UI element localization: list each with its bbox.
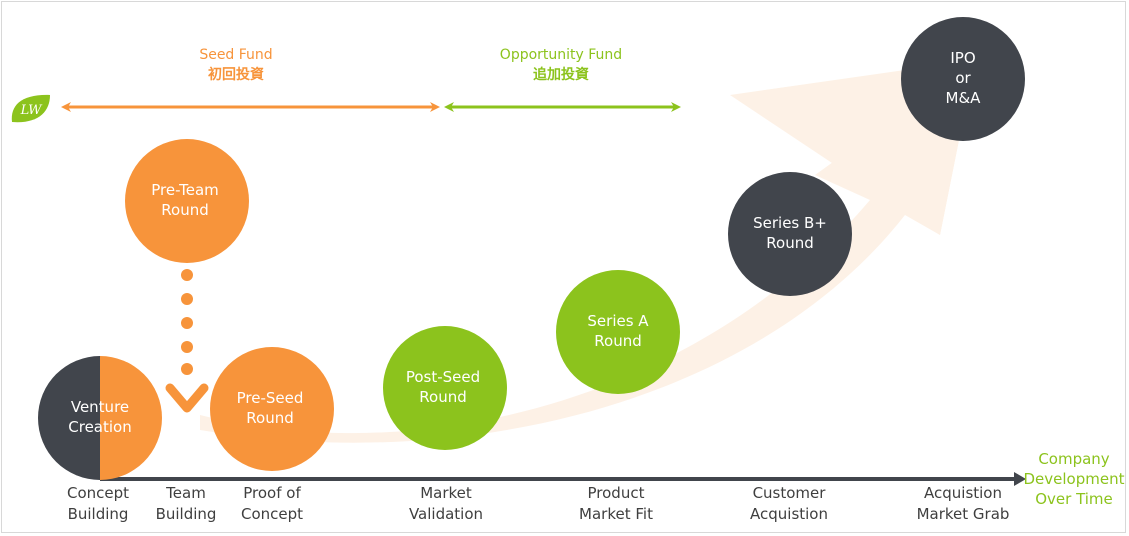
axis-title-line1: Company xyxy=(1038,450,1109,468)
stage-labels: Concept Building Team Building Proof of … xyxy=(67,484,1009,523)
pre-seed-round-circle: Pre-Seed Round xyxy=(210,347,334,471)
pre-seed-line2: Round xyxy=(246,409,293,427)
post-seed-line2: Round xyxy=(419,388,466,406)
stage-label: Concept xyxy=(241,505,303,523)
axis-title-line3: Over Time xyxy=(1035,490,1113,508)
seed-fund-label-zh: 初回投資 xyxy=(208,66,264,83)
venture-creation-line1: Venture xyxy=(71,398,129,416)
stage-label: Validation xyxy=(409,505,483,523)
stage-label: Team xyxy=(165,484,206,502)
stage-label: Market Fit xyxy=(579,505,653,523)
opportunity-fund-label-zh: 追加投資 xyxy=(533,66,589,83)
series-b-line1: Series B+ xyxy=(753,214,827,232)
pre-team-line1: Pre-Team xyxy=(151,181,219,199)
stage-label: Concept xyxy=(67,484,129,502)
stage-label: Building xyxy=(156,505,217,523)
series-b-line2: Round xyxy=(766,234,813,252)
pre-team-line2: Round xyxy=(161,201,208,219)
stage-label: Building xyxy=(68,505,129,523)
stage-label: Customer xyxy=(753,484,827,502)
series-b-round-circle: Series B+ Round xyxy=(728,172,852,296)
post-seed-line1: Post-Seed xyxy=(406,368,480,386)
venture-creation-circle: Venture Creation xyxy=(38,356,162,480)
ipo-circle: IPO or M&A xyxy=(901,17,1025,141)
stage-label: Market Grab xyxy=(917,505,1010,523)
axis-title: Company Development Over Time xyxy=(1024,450,1125,508)
dotted-connector xyxy=(181,269,193,375)
post-seed-round-circle: Post-Seed Round xyxy=(383,326,507,450)
ipo-line1: IPO xyxy=(950,49,975,67)
time-axis-arrowhead xyxy=(1014,472,1026,486)
pre-seed-line1: Pre-Seed xyxy=(237,389,304,407)
chevron-down-icon xyxy=(165,383,209,413)
stage-label: Product xyxy=(588,484,645,502)
series-a-line2: Round xyxy=(594,332,641,350)
opportunity-fund-label: Opportunity Fund xyxy=(500,47,622,63)
series-a-line1: Series A xyxy=(587,312,649,330)
axis-title-line2: Development xyxy=(1024,470,1125,488)
ipo-line3: M&A xyxy=(946,89,982,107)
series-a-round-circle: Series A Round xyxy=(556,270,680,394)
leaf-logo-icon: LW xyxy=(11,94,50,123)
stage-label: Market xyxy=(420,484,472,502)
ipo-line2: or xyxy=(955,69,971,87)
pre-team-round-circle: Pre-Team Round xyxy=(125,139,249,263)
venture-creation-line2: Creation xyxy=(68,418,131,436)
stage-label: Acquistion xyxy=(924,484,1002,502)
stage-label: Acquistion xyxy=(750,505,828,523)
logo-text: LW xyxy=(20,103,44,118)
stage-label: Proof of xyxy=(243,484,301,502)
seed-fund-label: Seed Fund xyxy=(199,47,272,63)
